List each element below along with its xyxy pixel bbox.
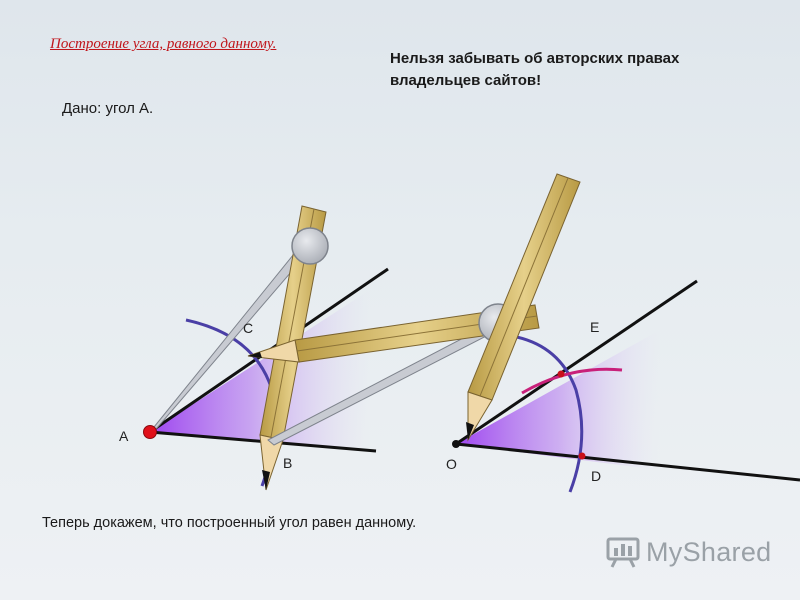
point-a-marker — [143, 425, 157, 439]
point-o-marker — [452, 440, 460, 448]
ray-od — [455, 442, 800, 482]
label-c: C — [243, 320, 253, 336]
point-e-marker — [557, 370, 565, 378]
conclusion-text: Теперь докажем, что построенный угол рав… — [42, 515, 417, 531]
angle-a-shading — [150, 290, 370, 452]
label-o: O — [446, 456, 457, 472]
myshared-logo[interactable]: MyShared — [606, 535, 771, 569]
label-d: D — [591, 468, 601, 484]
arc-o — [511, 334, 584, 493]
arc-e — [521, 367, 623, 395]
copyright-note: Нельзя забывать об авторских правах влад… — [390, 50, 680, 89]
slide-title: Построение угла, равного данному. — [50, 36, 277, 52]
pencil-icon — [466, 173, 581, 442]
label-b: B — [283, 455, 292, 471]
compass-icon — [466, 173, 581, 442]
pencil-icon — [247, 304, 540, 363]
compass-icon — [149, 205, 329, 491]
angle-o-shading — [456, 330, 660, 470]
logo-text: MyShared — [646, 536, 772, 567]
given-statement: Дано: угол А. — [62, 100, 154, 117]
ray-oe — [455, 279, 698, 446]
myshared-logo-icon — [606, 537, 640, 568]
label-e: E — [590, 319, 599, 335]
label-a: A — [119, 428, 129, 444]
point-d-marker — [578, 452, 586, 460]
